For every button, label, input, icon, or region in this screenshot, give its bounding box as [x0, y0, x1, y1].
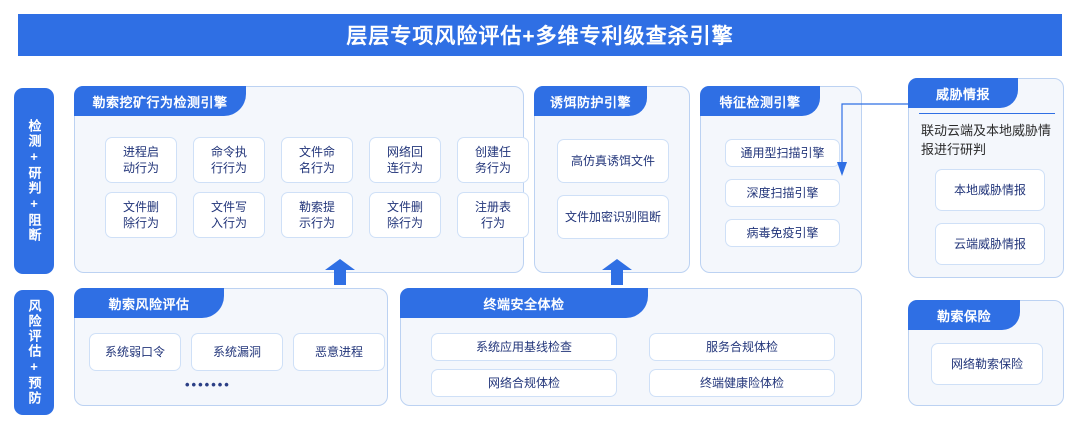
- card-general-scan-engine[interactable]: 通用型扫描引擎: [725, 139, 840, 167]
- risk-assessment-more-dots: •••••••: [185, 377, 231, 392]
- panel-threat-intelligence: 威胁情报 联动云端及本地威胁情报进行研判 本地威胁情报 云端威胁情报: [908, 78, 1064, 278]
- panel-ransom-mining-detection: 勒索挖矿行为检测引擎 进程启 动行为 命令执 行行为 文件命 名行为 网络回 连…: [74, 86, 529, 273]
- page-title-banner: 层层专项风险评估+多维专利级查杀引擎: [18, 14, 1062, 56]
- card-file-delete-1[interactable]: 文件删 除行为: [105, 192, 177, 238]
- panel-endpoint-security-check: 终端安全体检 系统应用基线检查 服务合规体检 网络合规体检 终端健康险体检: [400, 288, 862, 406]
- arrow-up-risk-to-detection: [325, 259, 355, 285]
- card-app-baseline-check[interactable]: 系统应用基线检查: [431, 333, 617, 361]
- side-label-detection-text: 检测+研判+阻断: [26, 119, 42, 243]
- card-network-callback[interactable]: 网络回 连行为: [369, 137, 441, 183]
- card-service-compliance[interactable]: 服务合规体检: [649, 333, 835, 361]
- side-label-risk: 风险评估+预防: [14, 290, 54, 415]
- card-file-rename[interactable]: 文件命 名行为: [281, 137, 353, 183]
- panel-header-ransom-mining-detection: 勒索挖矿行为检测引擎: [74, 86, 246, 116]
- panel-signature-detection: 特征检测引擎 通用型扫描引擎 深度扫描引擎 病毒免疫引擎: [700, 86, 862, 273]
- card-cyber-ransom-insurance[interactable]: 网络勒索保险: [931, 343, 1043, 385]
- card-file-delete-2[interactable]: 文件删 除行为: [369, 192, 441, 238]
- card-system-vuln[interactable]: 系统漏洞: [191, 333, 283, 371]
- panel-header-decoy-protection: 诱饵防护引擎: [534, 86, 647, 116]
- card-command-exec[interactable]: 命令执 行行为: [193, 137, 265, 183]
- threat-intelligence-note: 联动云端及本地威胁情报进行研判: [921, 123, 1052, 157]
- card-deep-scan-engine[interactable]: 深度扫描引擎: [725, 179, 840, 207]
- page-title: 层层专项风险评估+多维专利级查杀引擎: [346, 25, 734, 48]
- card-encrypt-block[interactable]: 文件加密识别阻断: [557, 195, 669, 239]
- panel-ransom-risk-assessment: 勒索风险评估 系统弱口令 系统漏洞 恶意进程 •••••••: [74, 288, 388, 406]
- card-create-task[interactable]: 创建任 务行为: [457, 137, 529, 183]
- card-file-write[interactable]: 文件写 入行为: [193, 192, 265, 238]
- card-weak-password[interactable]: 系统弱口令: [89, 333, 181, 371]
- card-registry[interactable]: 注册表 行为: [457, 192, 529, 238]
- panel-decoy-protection: 诱饵防护引擎 高仿真诱饵文件 文件加密识别阻断: [534, 86, 690, 273]
- card-endpoint-health[interactable]: 终端健康险体检: [649, 369, 835, 397]
- arrow-up-check-to-decoy: [602, 259, 632, 285]
- panel-ransom-insurance: 勒索保险 网络勒索保险: [908, 300, 1064, 406]
- side-label-detection: 检测+研判+阻断: [14, 88, 54, 274]
- panel-header-ransom-insurance: 勒索保险: [908, 300, 1020, 330]
- card-local-threat-intel[interactable]: 本地威胁情报: [935, 169, 1045, 211]
- card-cloud-threat-intel[interactable]: 云端威胁情报: [935, 223, 1045, 265]
- side-label-risk-text: 风险评估+预防: [26, 299, 42, 406]
- card-ransom-note[interactable]: 勒索提 示行为: [281, 192, 353, 238]
- card-virus-immune-engine[interactable]: 病毒免疫引擎: [725, 219, 840, 247]
- threat-intel-divider: [919, 113, 1055, 114]
- card-process-start[interactable]: 进程启 动行为: [105, 137, 177, 183]
- panel-header-endpoint-security-check: 终端安全体检: [400, 288, 648, 318]
- card-malicious-process[interactable]: 恶意进程: [293, 333, 385, 371]
- panel-header-signature-detection: 特征检测引擎: [700, 86, 820, 116]
- panel-header-threat-intelligence: 威胁情报: [908, 78, 1018, 108]
- card-network-compliance[interactable]: 网络合规体检: [431, 369, 617, 397]
- card-decoy-file[interactable]: 高仿真诱饵文件: [557, 139, 669, 183]
- panel-header-ransom-risk-assessment: 勒索风险评估: [74, 288, 224, 318]
